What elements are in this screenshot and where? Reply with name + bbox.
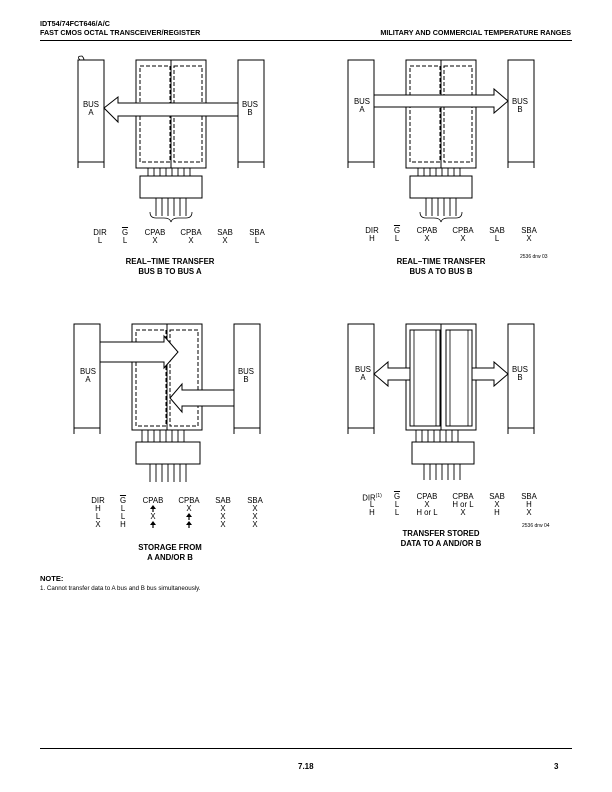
cell-cpba: X xyxy=(460,508,466,517)
column-header-cpab: CPAB xyxy=(416,492,438,501)
cell-sba: L xyxy=(254,236,260,245)
cell-g: L xyxy=(120,512,126,521)
cell-sab: X xyxy=(494,500,500,509)
column-header-dir: DIR(1) xyxy=(362,493,382,503)
column-header-sba: SBA xyxy=(521,492,537,501)
diagram-realtime-a-to-b xyxy=(347,59,535,223)
column-header-sab: SAB xyxy=(489,492,505,501)
cell-sba: X xyxy=(526,234,532,243)
clock-edge-icon xyxy=(138,521,168,530)
column-header-dir: DIR xyxy=(91,496,105,505)
clock-edge-icon xyxy=(138,505,168,514)
column-header-cpab: CPAB xyxy=(142,496,164,505)
cell-cpab: X xyxy=(424,234,430,243)
section-number: 7.18 xyxy=(298,762,314,771)
column-header-g: G xyxy=(393,492,401,501)
cell-sab: X xyxy=(220,504,226,513)
cell-sba: X xyxy=(526,508,532,517)
cell-sab: X xyxy=(220,520,226,529)
cell-dir: H xyxy=(95,504,101,513)
cell-cpab: H or L xyxy=(416,508,438,517)
cell-cpab: X xyxy=(424,500,430,509)
cell-cpba: H or L xyxy=(452,500,474,509)
column-header-g: G xyxy=(119,496,127,505)
column-header-sab: SAB xyxy=(489,226,505,235)
column-header-g: G xyxy=(121,228,129,237)
column-header-cpab: CPAB xyxy=(144,228,166,237)
part-number: IDT54/74FCT646/A/C xyxy=(40,19,110,28)
cell-sba: H xyxy=(526,500,532,509)
diagram-storage xyxy=(73,323,261,482)
cell-sab: L xyxy=(494,234,500,243)
page-number: 3 xyxy=(554,762,559,771)
column-header-cpba: CPBA xyxy=(180,228,202,237)
cell-g: L xyxy=(394,234,400,243)
cell-dir: L xyxy=(97,236,103,245)
cell-sab: X xyxy=(220,512,226,521)
column-header-dir: DIR xyxy=(93,228,107,237)
cell-sab: H xyxy=(494,508,500,517)
note-title: NOTE: xyxy=(40,574,64,583)
cell-sba: X xyxy=(252,520,258,529)
clock-edge-icon xyxy=(172,521,206,530)
cell-sba: X xyxy=(252,512,258,521)
cell-sba: X xyxy=(252,504,258,513)
diagram-transfer-stored xyxy=(347,323,535,480)
column-header-cpab: CPAB xyxy=(416,226,438,235)
column-header-sba: SBA xyxy=(247,496,263,505)
note-item-1: 1. Cannot transfer data to A bus and B b… xyxy=(40,585,201,592)
cell-dir: L xyxy=(369,500,375,509)
cell-cpba: X xyxy=(188,236,194,245)
drawing-code-03: 2536 drw 03 xyxy=(520,254,548,260)
column-header-cpba: CPBA xyxy=(452,226,474,235)
column-header-g: G xyxy=(393,226,401,235)
clock-edge-icon xyxy=(172,513,206,522)
cell-cpab: X xyxy=(152,236,158,245)
cell-cpab: X xyxy=(150,512,156,521)
column-header-cpba: CPBA xyxy=(178,496,200,505)
cell-g: L xyxy=(122,236,128,245)
control-table-realtime-a-to-b: DIR G CPAB CPBA SAB SBA H L X X L X xyxy=(360,226,550,246)
column-header-sba: SBA xyxy=(249,228,265,237)
cell-dir: H xyxy=(369,508,375,517)
drawing-code-04: 2536 drw 04 xyxy=(522,523,550,529)
cell-sab: X xyxy=(222,236,228,245)
cell-dir: L xyxy=(95,512,101,521)
footer-rule xyxy=(40,748,572,749)
cell-cpba: X xyxy=(186,504,192,513)
column-header-cpba: CPBA xyxy=(452,492,474,501)
column-header-dir: DIR xyxy=(365,226,379,235)
cell-g: L xyxy=(394,508,400,517)
temperature-range: MILITARY AND COMMERCIAL TEMPERATURE RANG… xyxy=(380,28,571,37)
cell-dir: X xyxy=(95,520,101,529)
column-header-sab: SAB xyxy=(217,228,233,237)
cell-g: L xyxy=(120,504,126,513)
document-subtitle: FAST CMOS OCTAL TRANSCEIVER/REGISTER xyxy=(40,28,201,37)
diagram-realtime-b-to-a xyxy=(77,55,265,223)
cell-dir: H xyxy=(369,234,375,243)
cell-cpba: X xyxy=(460,234,466,243)
header-rule xyxy=(40,40,572,41)
cell-g: H xyxy=(120,520,126,529)
column-header-sba: SBA xyxy=(521,226,537,235)
cell-g: L xyxy=(394,500,400,509)
column-header-sab: SAB xyxy=(215,496,231,505)
